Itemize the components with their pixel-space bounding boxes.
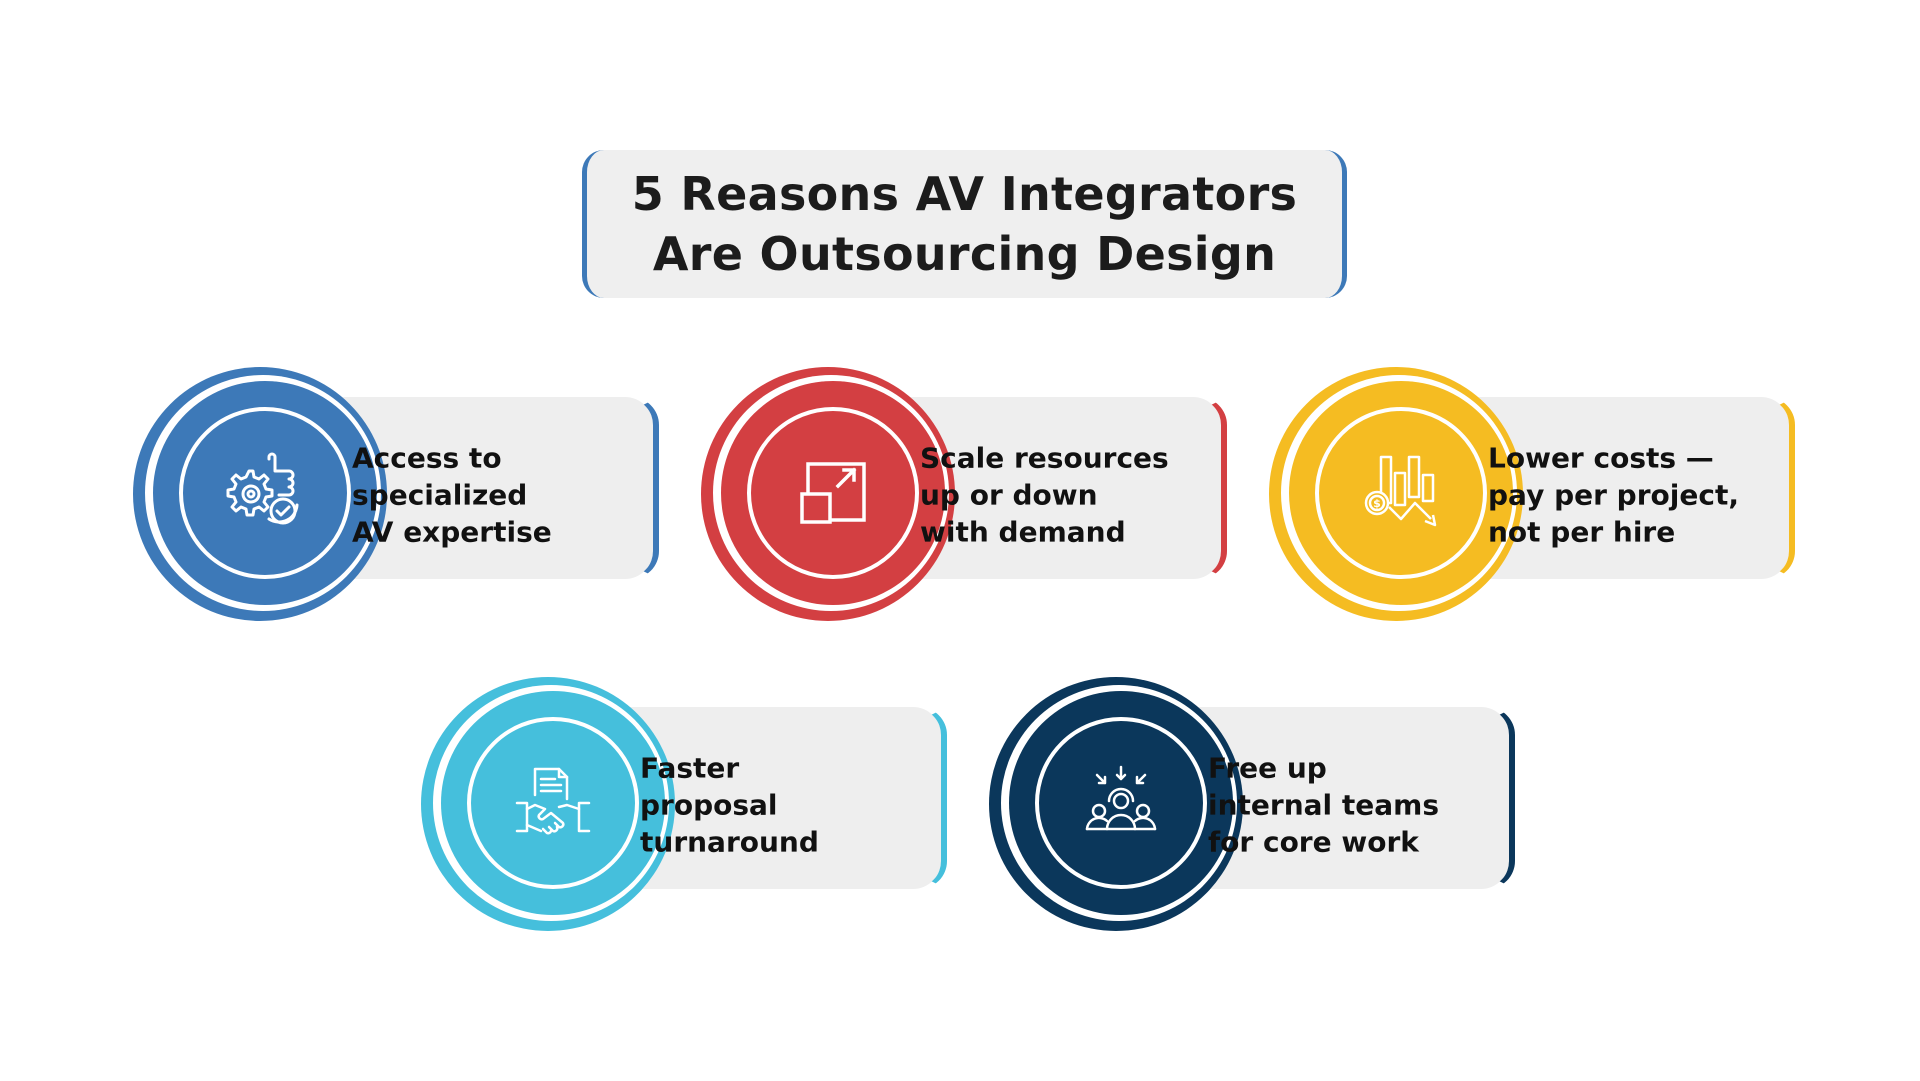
- svg-text:$: $: [1373, 497, 1381, 510]
- cost-decline-chart-icon: $: [1359, 451, 1443, 535]
- reason-card-2: Scale resources up or down with demand: [701, 367, 1227, 623]
- gear-thumbs-up-check-icon: [219, 447, 311, 539]
- title-line-2: Are Outsourcing Design: [652, 227, 1277, 281]
- reason-card-4: Faster proposal turnaround: [421, 677, 947, 933]
- icon-ring: [1035, 717, 1207, 889]
- pill-accent: [907, 707, 947, 889]
- team-focus-icon: [1079, 761, 1163, 845]
- title-box: 5 Reasons AV Integrators Are Outsourcing…: [582, 150, 1347, 298]
- pill-accent: [1187, 397, 1227, 579]
- title-line-1: 5 Reasons AV Integrators: [631, 167, 1298, 221]
- resize-expand-icon: [798, 458, 868, 528]
- reason-text: Scale resources up or down with demand: [920, 441, 1169, 549]
- handshake-document-icon: [511, 761, 595, 845]
- reason-text: Faster proposal turnaround: [640, 751, 819, 859]
- reason-card-3: $ Lower costs — pay per project, not per…: [1269, 367, 1795, 623]
- reason-text: Lower costs — pay per project, not per h…: [1488, 441, 1739, 549]
- pill-accent: [1755, 397, 1795, 579]
- pill-accent: [619, 397, 659, 579]
- icon-ring: [747, 407, 919, 579]
- reason-text: Access to specialized AV expertise: [352, 441, 552, 549]
- reason-card-5: Free up internal teams for core work: [989, 677, 1515, 933]
- pill-accent: [1475, 707, 1515, 889]
- reason-text: Free up internal teams for core work: [1208, 751, 1439, 859]
- icon-ring: $: [1315, 407, 1487, 579]
- icon-ring: [179, 407, 351, 579]
- icon-ring: [467, 717, 639, 889]
- reason-card-1: Access to specialized AV expertise: [133, 367, 659, 623]
